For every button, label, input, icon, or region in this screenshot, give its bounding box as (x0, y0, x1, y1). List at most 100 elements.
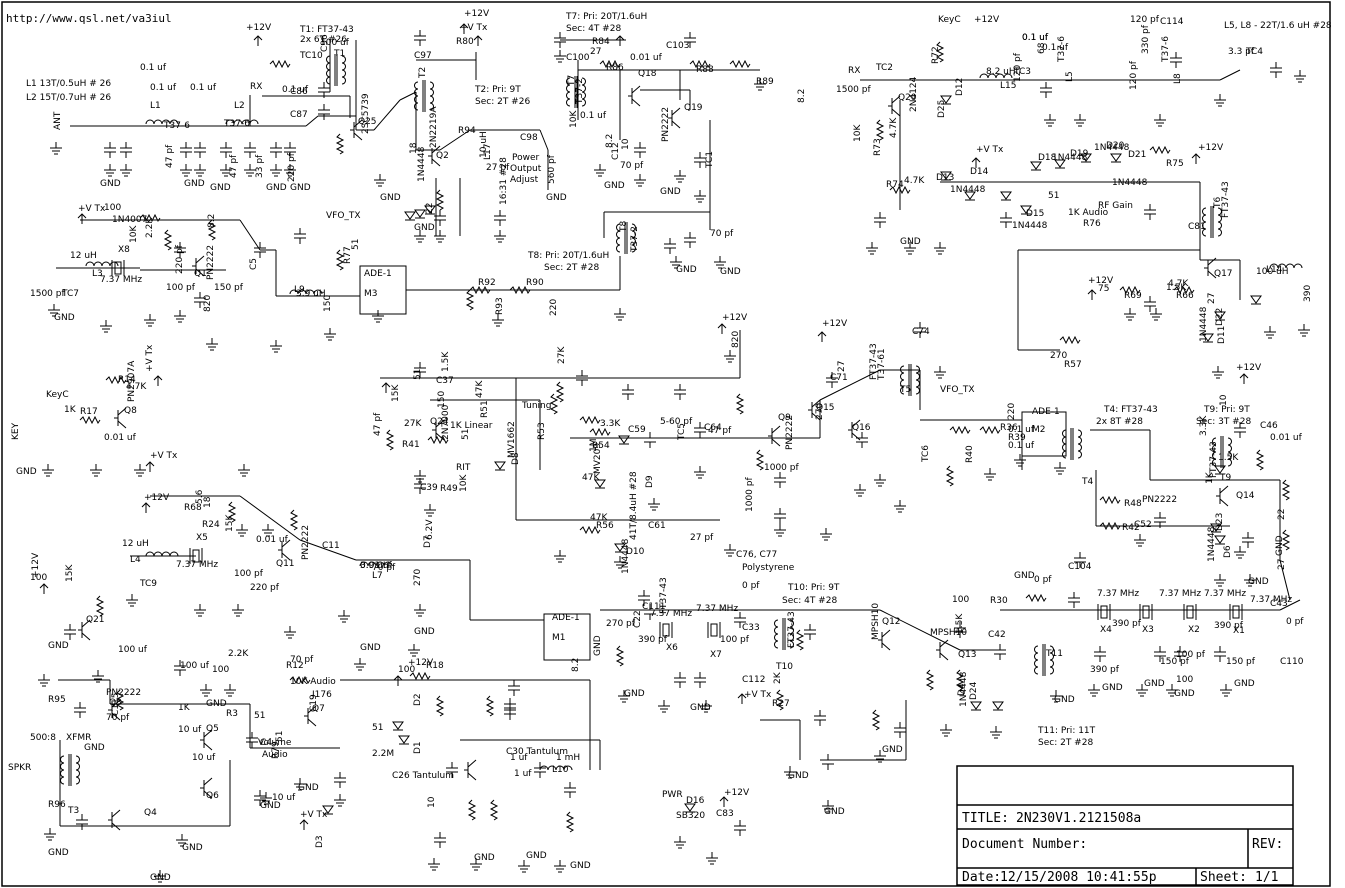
ground-symbol (1150, 308, 1162, 321)
schematic-label: 15K (391, 384, 401, 402)
schematic-label: L8 (1173, 73, 1183, 84)
schematic-label: GND (54, 313, 75, 323)
schematic-label: GND (182, 843, 203, 853)
schematic-label: R17 (80, 407, 98, 417)
schematic-label: R68 (184, 503, 202, 513)
schematic-label: 3.3 pf (1228, 47, 1255, 57)
capacitor-symbol (494, 210, 506, 226)
schematic-label: Output (510, 164, 542, 174)
crystal-symbol (1229, 604, 1243, 620)
schematic-label: TC3 (1013, 67, 1031, 77)
schematic-label: 51 (461, 429, 471, 440)
ground-symbol (820, 528, 832, 541)
resistor-symbol (105, 375, 127, 385)
capacitor-symbol (180, 142, 192, 158)
ground-symbol (220, 164, 232, 177)
capacitor-symbol (414, 478, 426, 494)
diode-symbol (1110, 153, 1122, 163)
ground-symbol (494, 230, 506, 243)
schematic-label: 2.2K (145, 217, 155, 238)
schematic-label: GND (48, 641, 69, 651)
resistor-symbol (945, 465, 955, 487)
transistor-symbol (192, 255, 205, 277)
schematic-label: T5 (899, 385, 911, 395)
schematic-label: 7.37 MHz (650, 609, 692, 619)
schematic-label: Q7 (312, 704, 325, 714)
ground-symbol (706, 852, 718, 865)
resistor-symbol (889, 185, 911, 195)
schematic-label: C33 (742, 623, 760, 633)
schematic-label: GND (360, 643, 381, 653)
schematic-label: GND (266, 183, 287, 193)
schematic-label: C83 (716, 809, 734, 819)
schematic-label: Polystyrene (742, 563, 795, 573)
resistor-symbol (1149, 145, 1171, 155)
schematic-label: +12V (246, 23, 272, 33)
schematic-label: +V Tx (150, 451, 178, 461)
schematic-label: 100 (398, 665, 415, 675)
diode-symbol (404, 211, 416, 221)
schematic-label: C111 (642, 602, 665, 612)
schematic-label: 15K (225, 514, 235, 532)
capacitor-symbol (318, 82, 330, 98)
schematic-label: 220 pf (287, 152, 297, 182)
resistor-symbol (489, 799, 499, 821)
schematic-label: 7.37 MHz (1159, 589, 1201, 599)
schematic-label: GND (882, 745, 903, 755)
schematic-label: GND (48, 848, 69, 858)
schematic-label: C42 (988, 630, 1006, 640)
schematic-label: 560 pf (547, 154, 557, 184)
schematic-label: 51 (413, 369, 423, 380)
schematic-label: X8 (118, 245, 130, 255)
schematic-label: 70 pf (106, 713, 130, 723)
schematic-label: GND (414, 627, 435, 637)
schematic-label: 390 pf (638, 635, 668, 645)
schematic-label: PN2222 (661, 107, 671, 142)
ground-symbol (38, 674, 50, 687)
schematic-label: 7.37 MHz (1204, 589, 1246, 599)
capacitor-symbol (734, 820, 746, 836)
diode-symbol (424, 205, 436, 215)
schematic-label: 0.1 uf (1022, 33, 1049, 43)
resistor-symbol (95, 595, 105, 617)
schematic-label: C81 (1188, 222, 1206, 232)
crystal-symbol (707, 622, 721, 638)
mixer-block (359, 265, 407, 315)
schematic-label: D18 (1038, 153, 1057, 163)
resistor-symbol (227, 501, 237, 523)
schematic-label: Q3 (109, 698, 122, 708)
ground-symbol (92, 670, 104, 683)
transformer-symbol (326, 54, 346, 86)
schematic-label: 47 pf (229, 154, 239, 178)
schematic-label: 1K Audio (1068, 208, 1109, 218)
schematic-label: 8.2 (605, 134, 615, 148)
schematic-label: D14 (970, 167, 989, 177)
schematic-label: GND (593, 635, 603, 656)
schematic-label: R42 (1122, 523, 1140, 533)
schematic-label: C103 (666, 41, 689, 51)
mixer-block (1021, 411, 1067, 457)
schematic-label: 6.2V (425, 519, 435, 540)
schematic-label: Q8 (124, 406, 137, 416)
mixer-block (543, 613, 591, 661)
schematic-label: D20 (1106, 141, 1125, 151)
capacitor-symbol (954, 622, 966, 638)
supply-symbol (615, 35, 625, 46)
schematic-label: 1M (589, 439, 599, 453)
schematic-label: R39 (1008, 433, 1026, 443)
diode-symbol (1214, 465, 1226, 475)
schematic-label: D6 (1223, 545, 1233, 558)
schematic-label: +12V (144, 493, 170, 503)
supply-symbol (473, 35, 483, 46)
schematic-label: 100 pf (234, 569, 264, 579)
schematic-label: 10K (853, 124, 863, 142)
ground-symbol (236, 524, 248, 537)
schematic-label: D12 (955, 78, 965, 96)
ground-symbol (594, 164, 606, 177)
schematic-label: 0.1 uf (1022, 33, 1049, 43)
inductor-symbol (145, 119, 179, 125)
schematic-label: GND (206, 699, 227, 709)
capacitor-symbol (914, 322, 926, 338)
schematic-label: L5, L8 - 22T/1.6 uH #28 (1224, 21, 1332, 31)
capacitor-symbol (1154, 512, 1166, 528)
